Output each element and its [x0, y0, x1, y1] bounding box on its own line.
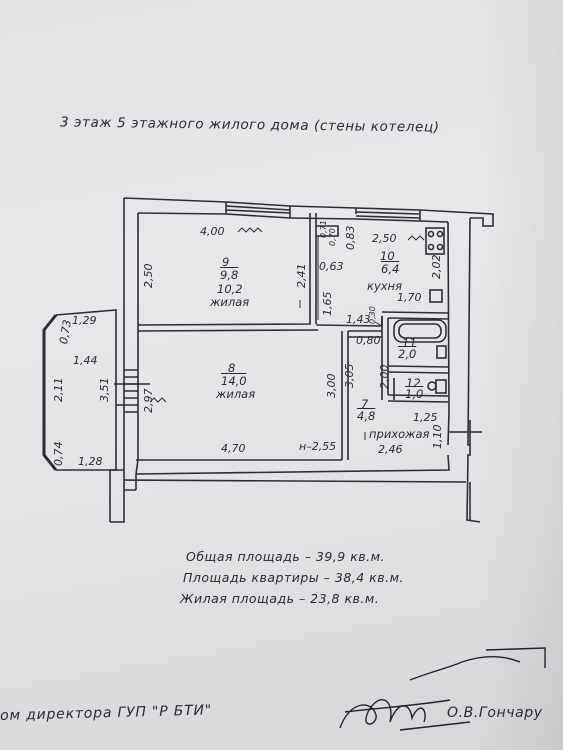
room-10-name: кухня — [367, 279, 402, 293]
dim-r9-right: 2,41 — [295, 263, 308, 289]
dim-r8-height: 3,00 — [325, 373, 338, 399]
dim-kitchen-left-top: 0,63 — [319, 260, 344, 273]
dim-kitchen-bottom: 1,70 — [397, 291, 422, 304]
dim-wall-left: 3,51 — [98, 377, 111, 403]
dim-kitchen-left-bottom: 1,65 — [321, 291, 334, 317]
dim-balcony-top: 1,29 — [72, 314, 97, 327]
room-12-area: 1,0 — [405, 387, 424, 401]
room-9-area-1: 9,8 — [220, 268, 239, 282]
dim-kitchen-width: 2,50 — [372, 232, 397, 245]
signature — [339, 647, 546, 731]
dim-hall-width: 1,25 — [413, 411, 438, 424]
dim-bath-inner: 0,80 — [356, 334, 381, 347]
room-8-number: 8 — [228, 361, 236, 375]
room-10-number: 10 — [380, 249, 395, 263]
dim-r8-niche: н–2,55 — [299, 440, 337, 453]
dim-vent-a: 0,71 — [319, 220, 328, 238]
dim-r9-height: 2,50 — [142, 263, 155, 289]
dim-r8-width: 4,70 — [221, 442, 246, 455]
room-12-number: 12 — [406, 376, 421, 390]
dim-vent-b: 0,70 — [328, 228, 337, 246]
room-9-number: 9 — [222, 255, 230, 269]
dim-kitchen-height: 2,02 — [430, 254, 443, 280]
dimension-lines — [149, 227, 425, 440]
apartment-area: Площадь квартиры – 38,4 кв.м. — [183, 570, 404, 585]
dim-hall-inner: 2,00 — [378, 364, 391, 390]
room-11-area: 2,0 — [398, 347, 417, 361]
living-area: Жилая площадь – 23,8 кв.м. — [180, 591, 380, 606]
room-9-name: жилая — [210, 295, 250, 309]
room-7-name: прихожая — [369, 427, 430, 441]
room-7-number: 7 — [361, 397, 369, 411]
dim-vent-c: 0,83 — [344, 225, 357, 251]
total-area: Общая площадь – 39,9 кв.м. — [186, 549, 386, 564]
dim-balcony-bottom: 1,28 — [78, 455, 103, 468]
room-11-number: 11 — [402, 336, 417, 350]
room-9-area-2: 10,2 — [217, 282, 243, 296]
room-8-area: 14,0 — [221, 374, 247, 388]
dim-r8-left: 2,97 — [142, 388, 155, 414]
dim-hall-right: 1,10 — [431, 424, 444, 450]
footer-name: О.В.Гончару — [447, 705, 543, 721]
dim-bath-small: 0,30 — [368, 306, 377, 324]
dim-bath-left: 1,43 — [346, 313, 371, 326]
room-8-name: жилая — [216, 387, 256, 401]
room-7-area: 4,8 — [357, 409, 376, 423]
dim-hall-bottom: 2,46 — [378, 443, 403, 456]
dim-balcony-side: 2,11 — [52, 377, 65, 403]
dim-balcony-corner-bottom: 0,74 — [52, 441, 65, 467]
dim-balcony-mid: 1,44 — [73, 354, 98, 367]
dim-hall-left: 3,05 — [343, 363, 356, 389]
walls — [42, 197, 494, 523]
room-10-area: 6,4 — [381, 262, 400, 276]
dim-r9-width: 4,00 — [200, 225, 225, 238]
